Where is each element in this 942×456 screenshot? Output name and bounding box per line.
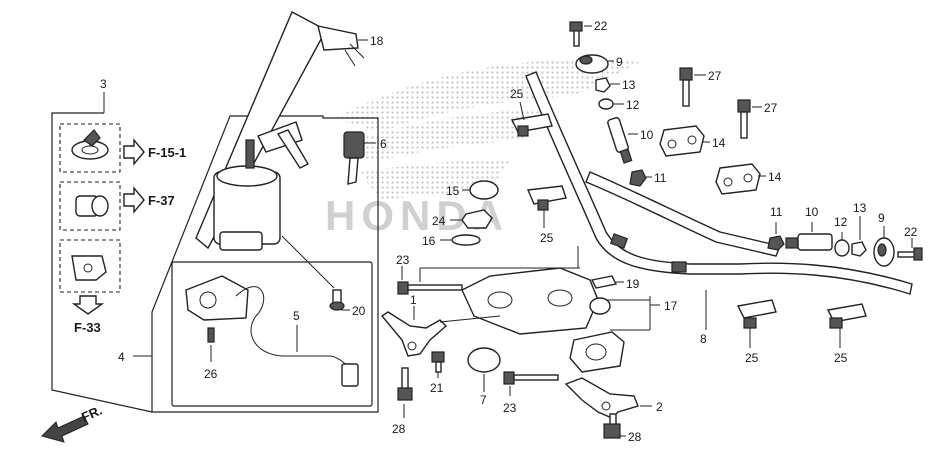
nut-13b-part <box>851 241 867 257</box>
helmet-holder-box <box>59 239 121 293</box>
arrow-f15 <box>123 138 145 166</box>
switch-harness-frame <box>171 261 373 407</box>
washer-16-part <box>451 234 481 246</box>
helmet-holder-part <box>71 255 107 281</box>
clamp-25c-part <box>736 299 777 329</box>
holder-14a-part <box>659 125 705 157</box>
bolt-27b-part <box>737 99 751 139</box>
callout-26: 26 <box>204 367 218 381</box>
callout-23a: 23 <box>396 253 410 267</box>
rubber-10b-part <box>785 233 833 251</box>
callout-17: 17 <box>664 299 678 313</box>
bolt-21-part <box>431 351 445 373</box>
callout-1: 1 <box>410 293 417 307</box>
screw-20-part <box>329 289 345 311</box>
callout-14b: 14 <box>768 170 782 184</box>
seat-lock-box <box>59 123 121 173</box>
top-bridge-part <box>461 267 625 373</box>
callout-8: 8 <box>700 332 707 346</box>
callout-11b: 11 <box>770 205 783 219</box>
callout-25d: 25 <box>834 351 848 365</box>
callout-22b: 22 <box>904 225 918 239</box>
callout-22a: 22 <box>594 19 608 33</box>
honda-wing-watermark: HONDA <box>325 59 640 239</box>
callout-2: 2 <box>656 400 663 414</box>
ignition-set-frame <box>151 115 379 413</box>
callout-7: 7 <box>480 393 487 407</box>
cap-15-part <box>469 180 499 200</box>
callout-16: 16 <box>422 234 436 248</box>
callout-10a: 10 <box>640 128 654 142</box>
callout-27a: 27 <box>708 69 722 83</box>
callout-19: 19 <box>626 277 640 291</box>
callout-15: 15 <box>446 184 460 198</box>
callout-13a: 13 <box>622 78 636 92</box>
clamp-25d-part <box>826 303 867 329</box>
harness-5-wire <box>235 286 359 381</box>
ref-f15-1: F-15-1 <box>148 145 186 160</box>
fuel-cap-box <box>59 181 121 231</box>
nut-11a-part <box>629 169 647 187</box>
callout-12a: 12 <box>626 98 640 112</box>
callout-12b: 12 <box>834 215 848 229</box>
screw-22b-part <box>897 247 923 261</box>
callout-24: 24 <box>432 214 446 228</box>
nut-11b-part <box>767 235 785 251</box>
bracket-1-part <box>380 311 448 357</box>
bolt-28b-part <box>603 413 621 439</box>
weight-9a-part <box>575 54 609 74</box>
bolt-28a-part <box>397 367 413 401</box>
arrow-f33 <box>71 295 105 315</box>
callout-25b: 25 <box>540 231 554 245</box>
callout-20: 20 <box>352 304 366 318</box>
nut-13a-part <box>595 77 611 93</box>
arrow-f37 <box>123 186 145 214</box>
switch-26-part <box>185 275 249 343</box>
callout-28b: 28 <box>628 430 642 444</box>
callout-23b: 23 <box>503 401 517 415</box>
callout-6: 6 <box>380 137 387 151</box>
handlebar-part <box>525 71 913 295</box>
key-part <box>343 131 365 185</box>
ignition-switch-part <box>213 121 309 251</box>
callout-4: 4 <box>118 350 125 364</box>
callout-10b: 10 <box>805 205 819 219</box>
direction-label: FR. <box>79 403 104 425</box>
collar-7-part <box>467 347 501 373</box>
collar-12a-part <box>598 98 614 110</box>
callout-5: 5 <box>293 309 300 323</box>
callout-14a: 14 <box>712 136 726 150</box>
callout-28a: 28 <box>392 422 406 436</box>
callout-21: 21 <box>430 381 444 395</box>
bolt-27a-part <box>679 67 693 107</box>
plate-19-part <box>590 275 618 289</box>
holder-14b-part <box>715 163 761 195</box>
callout-11a: 11 <box>654 171 667 185</box>
clamp-25b-part <box>526 185 567 211</box>
callout-3: 3 <box>100 77 107 91</box>
bracket-2-part <box>564 377 639 419</box>
callout-9a: 9 <box>616 55 623 69</box>
bolt-23a-part <box>397 281 463 295</box>
clamp-25a-part <box>510 113 553 137</box>
screw-22a-part <box>569 21 583 47</box>
seat-lock-part <box>71 129 109 160</box>
forward-arrow-icon: FR. <box>41 403 104 443</box>
weight-9b-part <box>873 237 895 267</box>
collar-12b-part <box>834 239 850 257</box>
callout-9b: 9 <box>878 211 885 225</box>
bolt-23b-part <box>503 371 559 385</box>
callout-25a: 25 <box>510 87 524 101</box>
ref-f33: F-33 <box>74 320 101 335</box>
fuel-cap-lock-part <box>75 195 109 217</box>
rubber-10a-part <box>607 117 633 164</box>
ref-f37: F-37 <box>148 193 175 208</box>
lock-set-frame <box>51 112 153 413</box>
callout-25c: 25 <box>745 351 759 365</box>
callout-13b: 13 <box>853 201 867 215</box>
callout-27b: 27 <box>764 101 778 115</box>
callout-18: 18 <box>370 34 384 48</box>
